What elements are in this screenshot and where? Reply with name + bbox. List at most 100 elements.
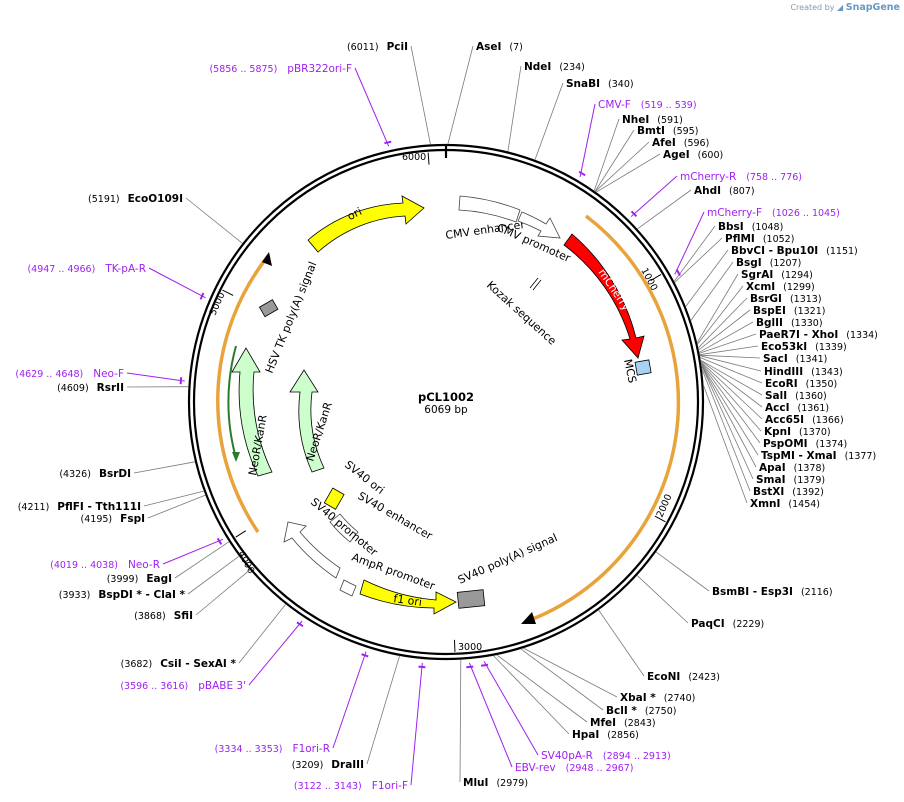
site-name: BspDI * - ClaI * [98, 589, 185, 601]
restriction-site[interactable]: AfeI(596) [652, 137, 709, 149]
restriction-site[interactable]: BspEI(1321) [753, 305, 825, 317]
site-leader-line [700, 364, 759, 456]
restriction-site[interactable]: XmnI(1454) [750, 498, 820, 510]
restriction-site[interactable]: ApaI(1378) [759, 462, 825, 474]
restriction-site[interactable]: BstXI(1392) [753, 486, 824, 498]
restriction-site[interactable]: NdeI(234) [524, 61, 585, 73]
feature-neor-outer[interactable]: NeoR/KanR [231, 347, 273, 477]
restriction-site[interactable]: NheI(591) [622, 114, 683, 126]
feature-mcs-label: MCS [621, 358, 639, 384]
restriction-site[interactable]: BclI *(2750) [606, 705, 676, 717]
feature-ori-label: ori [345, 205, 364, 223]
restriction-site[interactable]: BsrDI(4326) [59, 468, 131, 480]
restriction-site[interactable]: Acc65I(1366) [765, 414, 844, 426]
restriction-site[interactable]: RsrII(4609) [57, 382, 124, 394]
restriction-site[interactable]: BsmBI - Esp3I(2116) [712, 586, 833, 598]
site-leader-line [366, 655, 400, 765]
tick-label: 6000 [402, 152, 426, 163]
primer[interactable]: EBV-rev(2948 .. 2967) [515, 762, 634, 774]
primer[interactable]: F1ori-R(3334 .. 3353) [215, 743, 330, 755]
tick-mark [650, 274, 662, 281]
restriction-site[interactable]: BsrGI(1313) [750, 293, 822, 305]
primer[interactable]: TK-pA-R(4947 .. 4966) [27, 263, 146, 275]
tick-label: 5000 [208, 291, 228, 318]
site-leader-line [699, 345, 759, 356]
site-name: AccI [765, 402, 789, 414]
restriction-site[interactable]: SmaI(1379) [756, 474, 825, 486]
primer-name: F1ori-F [372, 780, 408, 792]
restriction-site[interactable]: XbaI *(2740) [620, 692, 695, 704]
restriction-site[interactable]: EcoRI(1350) [765, 378, 837, 390]
restriction-site[interactable]: DraIII(3209) [292, 759, 364, 771]
restriction-site[interactable]: PspOMI(1374) [763, 438, 847, 450]
restriction-site[interactable]: BsgI(1207) [736, 257, 801, 269]
restriction-site[interactable]: HindIII(1343) [764, 366, 843, 378]
restriction-site[interactable]: PflMI(1052) [725, 233, 794, 245]
restriction-site[interactable]: AgeI(600) [663, 149, 723, 161]
primer[interactable]: pBR322ori-F(5856 .. 5875) [209, 63, 352, 75]
restriction-site[interactable]: KpnI(1370) [764, 426, 831, 438]
restriction-site[interactable]: MfeI(2843) [590, 717, 656, 729]
primer[interactable]: mCherry-F(1026 .. 1045) [707, 207, 840, 219]
restriction-site[interactable]: PaeR7I - XhoI(1334) [759, 329, 878, 341]
restriction-site[interactable]: EcoNI(2423) [647, 671, 720, 683]
feature-kozak: Kozak sequence [484, 277, 559, 348]
restriction-site[interactable]: HpaI(2856) [572, 729, 639, 741]
restriction-site[interactable]: CsiI - SexAI *(3682) [121, 658, 237, 670]
restriction-site[interactable]: MluI(2979) [463, 777, 528, 789]
site-position: (1048) [752, 222, 784, 233]
restriction-site[interactable]: PaqCI(2229) [691, 618, 764, 630]
feature-mcs[interactable]: MCS [621, 358, 652, 384]
feature-mcherry[interactable]: mCherry [563, 233, 645, 359]
restriction-site[interactable]: SnaBI(340) [566, 78, 634, 90]
site-leader-line [655, 551, 710, 592]
restriction-site[interactable]: PciI(6011) [347, 41, 408, 53]
site-name: HpaI [572, 729, 599, 741]
primer[interactable]: pBABE 3'(3596 .. 3616) [120, 680, 246, 692]
restriction-site[interactable]: SacI(1341) [763, 353, 827, 365]
feature-hsv-tk-polya[interactable]: HSV TK poly(A) signal [258, 260, 319, 375]
feature-neor-inner[interactable]: NeoR/KanR [289, 369, 335, 473]
restriction-site[interactable]: AseI(7) [476, 41, 523, 53]
site-position: (1052) [763, 234, 795, 245]
feature-ampr-promoter[interactable]: AmpR promoter [339, 551, 437, 597]
feature-ori[interactable]: ori [307, 195, 425, 253]
site-leader-line [595, 153, 661, 193]
site-name: BspEI [753, 305, 786, 317]
primer-bind-mark [578, 170, 586, 177]
feature-f1-ori[interactable]: f1 ori [359, 579, 457, 615]
restriction-site[interactable]: FspI(4195) [81, 513, 145, 525]
site-name: TspMI - XmaI [761, 450, 837, 462]
restriction-site[interactable]: BspDI * - ClaI *(3933) [59, 589, 186, 601]
restriction-site[interactable]: SalI(1360) [765, 390, 827, 402]
restriction-site[interactable]: Eco53kI(1339) [761, 341, 847, 353]
site-position: (3682) [121, 659, 153, 670]
site-position: (1392) [792, 487, 824, 498]
restriction-site[interactable]: EcoO109I(5191) [88, 193, 183, 205]
site-leader-line [700, 362, 762, 432]
primer[interactable]: Neo-F(4629 .. 4648) [15, 368, 124, 380]
restriction-site[interactable]: AccI(1361) [765, 402, 829, 414]
restriction-site[interactable]: EagI(3999) [107, 573, 172, 585]
restriction-site[interactable]: SgrAI(1294) [741, 269, 813, 281]
restriction-site[interactable]: XcmI(1299) [746, 281, 815, 293]
primer[interactable]: mCherry-R(758 .. 776) [680, 171, 802, 183]
restriction-site[interactable]: BmtI(595) [637, 125, 698, 137]
restriction-site[interactable]: SfiI(3868) [134, 610, 193, 622]
restriction-site[interactable]: BglII(1330) [756, 317, 823, 329]
restriction-site[interactable]: AhdI(807) [694, 185, 755, 197]
restriction-site[interactable]: PflFI - Tth111I(4211) [18, 501, 141, 513]
primer[interactable]: F1ori-F(3122 .. 3143) [294, 780, 408, 792]
restriction-site[interactable]: BbvCI - Bpu10I(1151) [731, 245, 858, 257]
feature-sv40-polya[interactable]: SV40 poly(A) signal [456, 531, 559, 609]
snapgene-credit: Created by ◢ SnapGene [790, 2, 900, 13]
restriction-site[interactable]: TspMI - XmaI (1377) [761, 450, 876, 462]
plasmid-size: 6069 bp [424, 404, 468, 416]
site-position: (1377) [845, 451, 877, 462]
primer[interactable]: SV40pA-R(2894 .. 2913) [541, 750, 671, 762]
primer-range: (4019 .. 4038) [50, 560, 118, 571]
primer[interactable]: CMV-F(519 .. 539) [598, 99, 697, 111]
primer[interactable]: Neo-R(4019 .. 4038) [50, 559, 160, 571]
restriction-site[interactable]: BbsI(1048) [718, 221, 783, 233]
site-position: (6011) [347, 42, 379, 53]
